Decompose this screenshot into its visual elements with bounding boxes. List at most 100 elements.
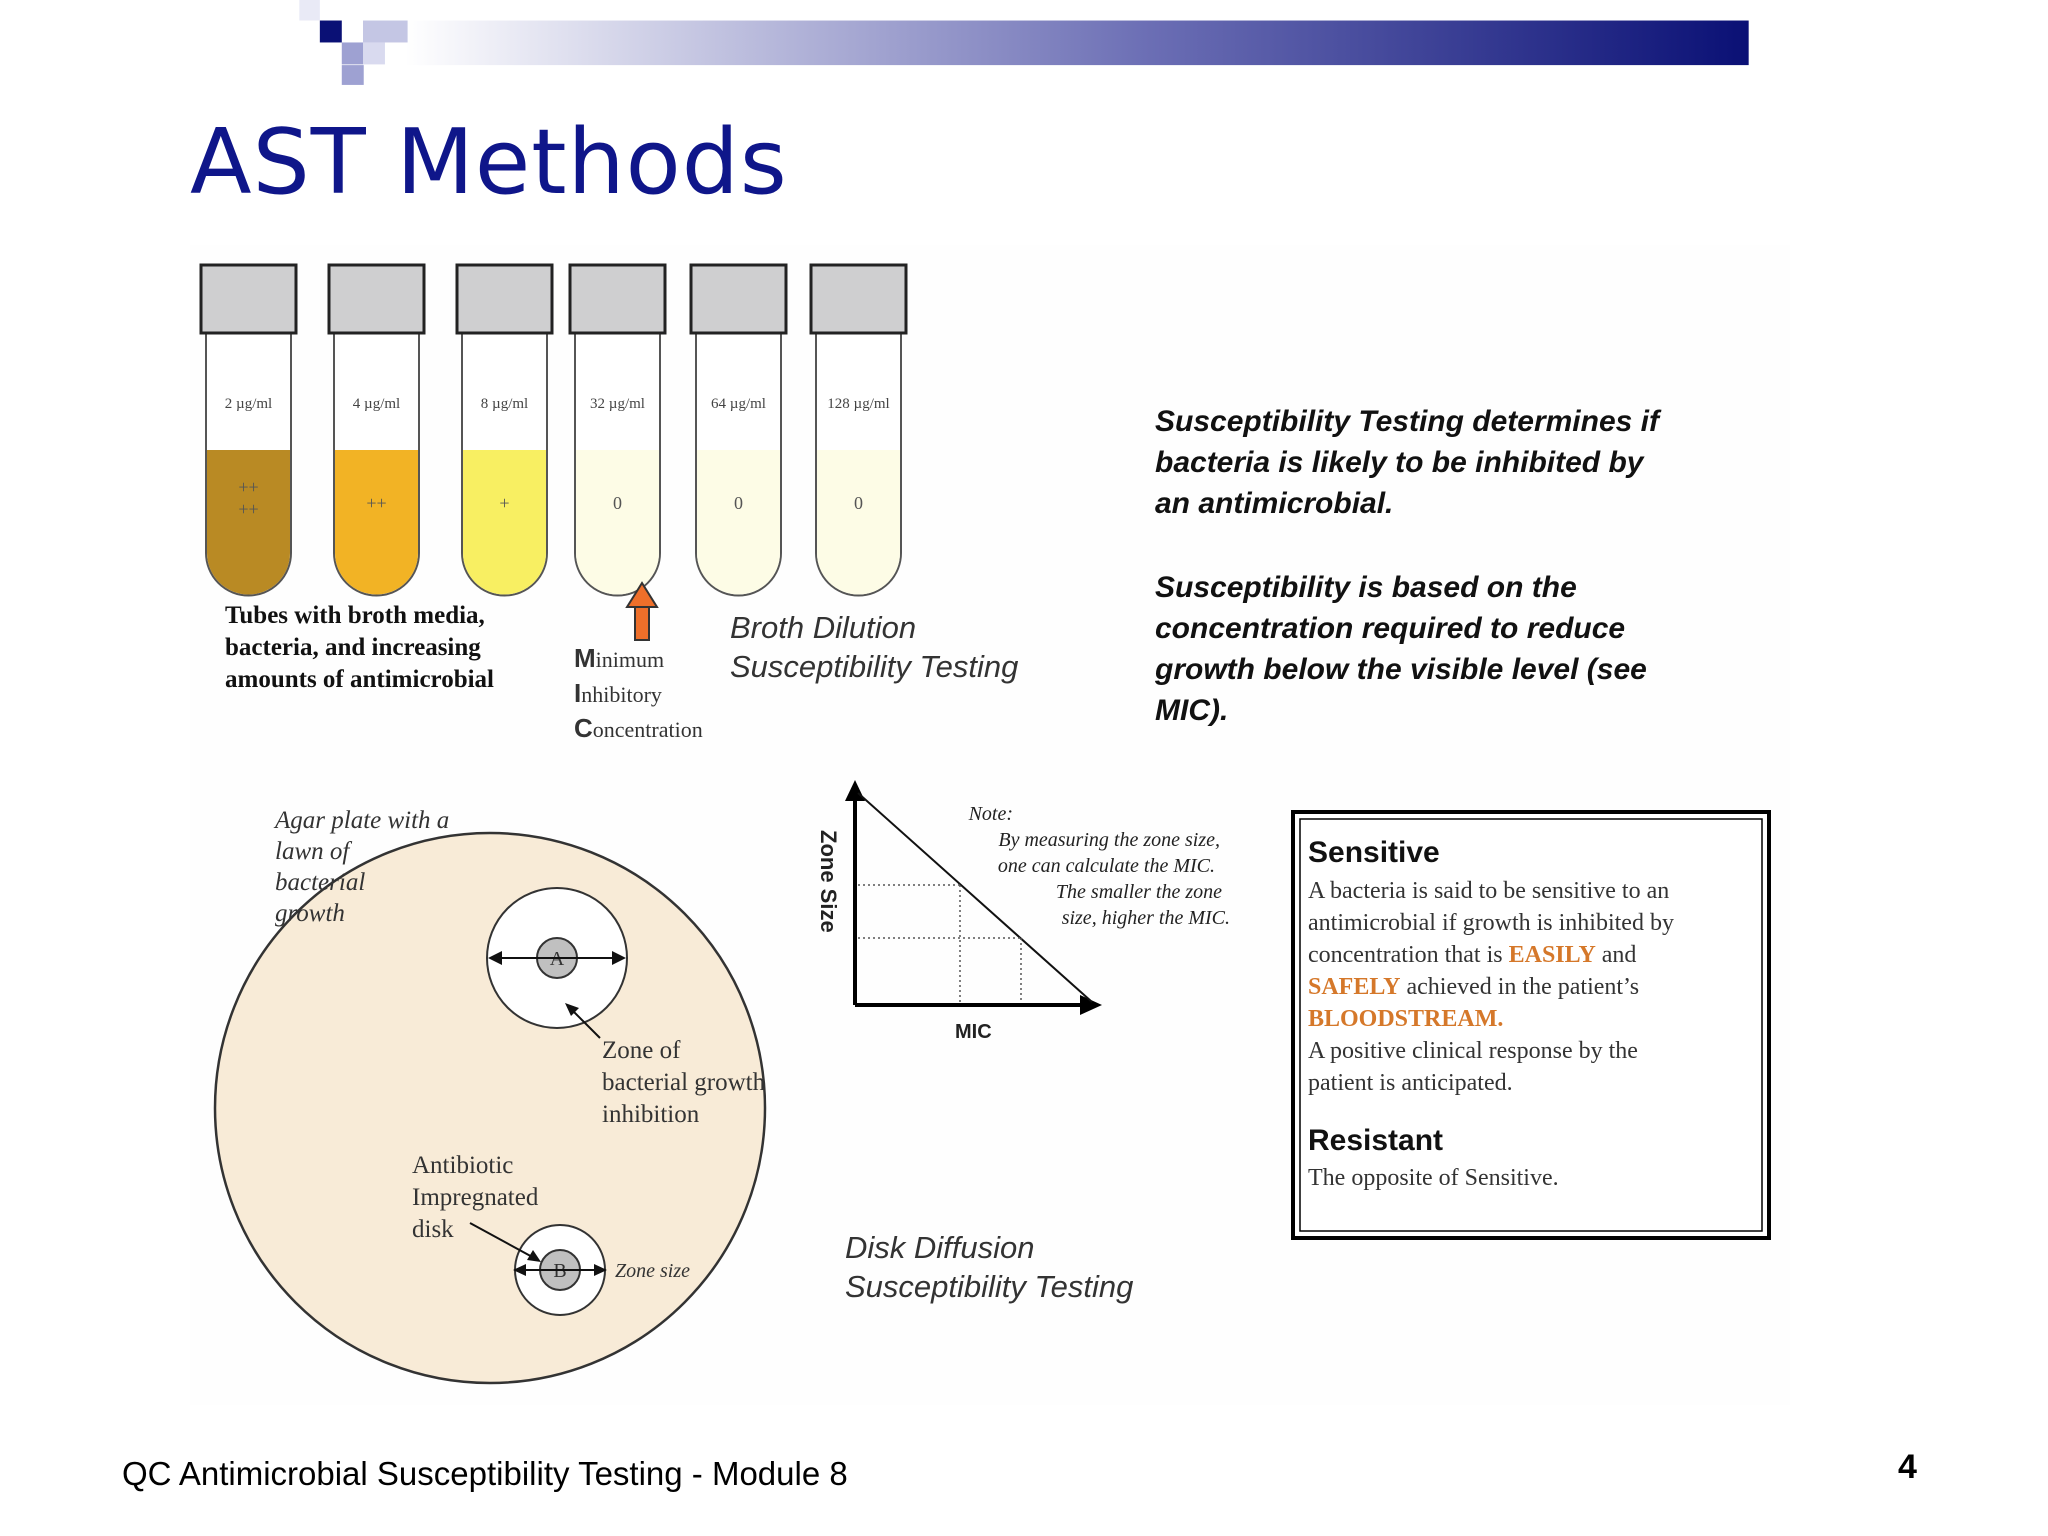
graph-note-title: Note:	[968, 803, 1013, 825]
tube-liquid	[817, 450, 900, 595]
tube-growth: 0	[854, 493, 863, 513]
tube-growth: ++	[238, 499, 258, 519]
footer-text: QC Antimicrobial Susceptibility Testing …	[122, 1455, 848, 1492]
agar-caption-line: Agar plate with a	[273, 807, 449, 834]
sensitive-line: A bacteria is said to be sensitive to an	[1308, 878, 1669, 904]
mic-rest: inimum	[596, 647, 664, 672]
broth-method-line: Susceptibility Testing	[730, 649, 1018, 684]
broth-tube: 128 µg/ml 0	[809, 263, 908, 597]
sensitive-line: BLOODSTREAM.	[1308, 1006, 1503, 1032]
zone-b-arrowhead-left	[513, 1264, 526, 1276]
header-square-light	[363, 20, 408, 43]
tube-concentration: 32 µg/ml	[590, 396, 645, 412]
graph-x-arrowhead	[1080, 995, 1102, 1015]
explanation-line: bacteria is likely to be inhibited by	[1155, 446, 1645, 479]
mic-rest: oncentration	[593, 717, 703, 742]
disk-method-line: Susceptibility Testing	[845, 1269, 1133, 1304]
tube-cap	[327, 263, 426, 335]
tube-liquid	[335, 450, 418, 595]
graph-note-line: one can calculate the MIC.	[998, 855, 1215, 877]
tube-concentration: 8 µg/ml	[481, 396, 528, 412]
agar-caption-line: growth	[275, 900, 345, 927]
zone-pointer-arrowhead	[565, 1003, 579, 1016]
tube-concentration: 64 µg/ml	[711, 396, 766, 412]
antibiotic-label-line: Antibiotic	[412, 1152, 513, 1179]
explanation-line: Susceptibility Testing determines if	[1155, 405, 1662, 438]
graph-y-label: Zone Size	[816, 830, 841, 933]
zone-label-line: inhibition	[602, 1101, 700, 1128]
antibiotic-pointer	[469, 1222, 537, 1260]
definitions-box: Sensitive A bacteria is said to be sensi…	[1291, 810, 1771, 1240]
tubes-caption-line: Tubes with broth media,	[225, 602, 485, 629]
explanation-line: an antimicrobial.	[1155, 487, 1393, 520]
disk-method-line: Disk Diffusion	[845, 1230, 1035, 1265]
tube-cap	[199, 263, 298, 335]
disk-method-title: Disk Diffusion Susceptibility Testing	[845, 1230, 1133, 1304]
tubes-caption-line: bacteria, and increasing	[225, 634, 481, 661]
header-square-mid2	[363, 42, 385, 65]
mic-arrow-icon	[625, 581, 659, 641]
zone-label: Zone of bacterial growth inhibition	[602, 1037, 771, 1128]
header-square-small	[341, 65, 364, 85]
graph-note-line: size, higher the MIC.	[1062, 907, 1230, 929]
ast-figure: 2 µg/ml++++4 µg/ml++8 µg/ml+32 µg/ml064 …	[190, 245, 1790, 1405]
sensitive-highlight: SAFELY	[1308, 974, 1400, 1000]
antibiotic-label-line: Impregnated	[412, 1184, 539, 1211]
graph-x-label: MIC	[955, 1021, 992, 1043]
graph-note-line: The smaller the zone	[1056, 881, 1222, 903]
sensitive-text: A positive clinical response by the	[1308, 1038, 1638, 1064]
tube-growth: +	[499, 493, 509, 513]
broth-tube: 4 µg/ml ++	[327, 263, 426, 597]
tubes-caption-line: amounts of antimicrobial	[225, 666, 494, 693]
sensitive-text: antimicrobial if growth is inhibited by	[1308, 910, 1674, 936]
zone-mic-graph: Zone Size MIC Note: By measuring the zon…	[816, 780, 1230, 1043]
tubes-caption: Tubes with broth media, bacteria, and in…	[225, 602, 494, 693]
zone-b-arrowhead-right	[594, 1264, 607, 1276]
header-gradient-bar	[405, 20, 1749, 66]
agar-plate	[213, 831, 767, 1385]
resistant-description: The opposite of Sensitive.	[1308, 1165, 1559, 1191]
broth-tube: 2 µg/ml++++	[199, 263, 298, 597]
mic-rest: nhibitory	[581, 682, 662, 707]
tube-cap	[689, 263, 788, 335]
tube-liquid	[576, 450, 659, 595]
explanation-line: MIC).	[1155, 694, 1228, 727]
resistant-title: Resistant	[1308, 1124, 1443, 1157]
tube-concentration: 128 µg/ml	[827, 396, 889, 412]
header-square-mid	[341, 42, 364, 65]
mic-initial: I	[574, 678, 581, 708]
tube-concentration: 4 µg/ml	[353, 396, 400, 412]
antibiotic-label-line: disk	[412, 1216, 454, 1243]
graph-note-line: By measuring the zone size,	[998, 829, 1220, 851]
page-number: 4	[1898, 1448, 1917, 1486]
zone-pointer	[569, 1007, 601, 1039]
sensitive-line: SAFELY achieved in the patient’s	[1308, 974, 1639, 1000]
tube-growth: ++	[238, 477, 258, 497]
tube-cap	[809, 263, 908, 335]
broth-tubes: 2 µg/ml++++4 µg/ml++8 µg/ml+32 µg/ml064 …	[199, 263, 908, 597]
sensitive-title: Sensitive	[1308, 836, 1440, 869]
broth-method-line: Broth Dilution	[730, 610, 916, 645]
graph-trend-line	[857, 792, 1093, 1003]
sensitive-line: A positive clinical response by the	[1308, 1038, 1638, 1064]
explanation-text: Susceptibility Testing determines if bac…	[1154, 405, 1667, 727]
zone-size-label: Zone size	[615, 1260, 690, 1282]
sensitive-highlight: EASILY	[1509, 942, 1596, 968]
tube-liquid	[697, 450, 780, 595]
page-title: AST Methods	[190, 110, 788, 215]
sensitive-line: antimicrobial if growth is inhibited by	[1308, 910, 1674, 936]
explanation-line: Susceptibility is based on the	[1155, 571, 1577, 604]
sensitive-description: A bacteria is said to be sensitive to an…	[1308, 878, 1674, 1096]
antibiotic-label: Antibiotic Impregnated disk	[412, 1152, 545, 1243]
broth-tube: 64 µg/ml 0	[689, 263, 788, 597]
tube-growth: 0	[734, 493, 743, 513]
broth-tube: 32 µg/ml0	[568, 263, 667, 597]
tube-growth: ++	[366, 493, 386, 513]
explanation-line: growth below the visible level (see	[1154, 653, 1647, 686]
mic-initial: M	[574, 643, 596, 673]
mic-label: Minimum Inhibitory Concentration	[574, 643, 703, 743]
mic-initial: C	[574, 713, 593, 743]
sensitive-text: achieved in the patient’s	[1400, 974, 1639, 1000]
header-square-dark	[319, 20, 342, 43]
header-band	[299, 0, 1749, 85]
